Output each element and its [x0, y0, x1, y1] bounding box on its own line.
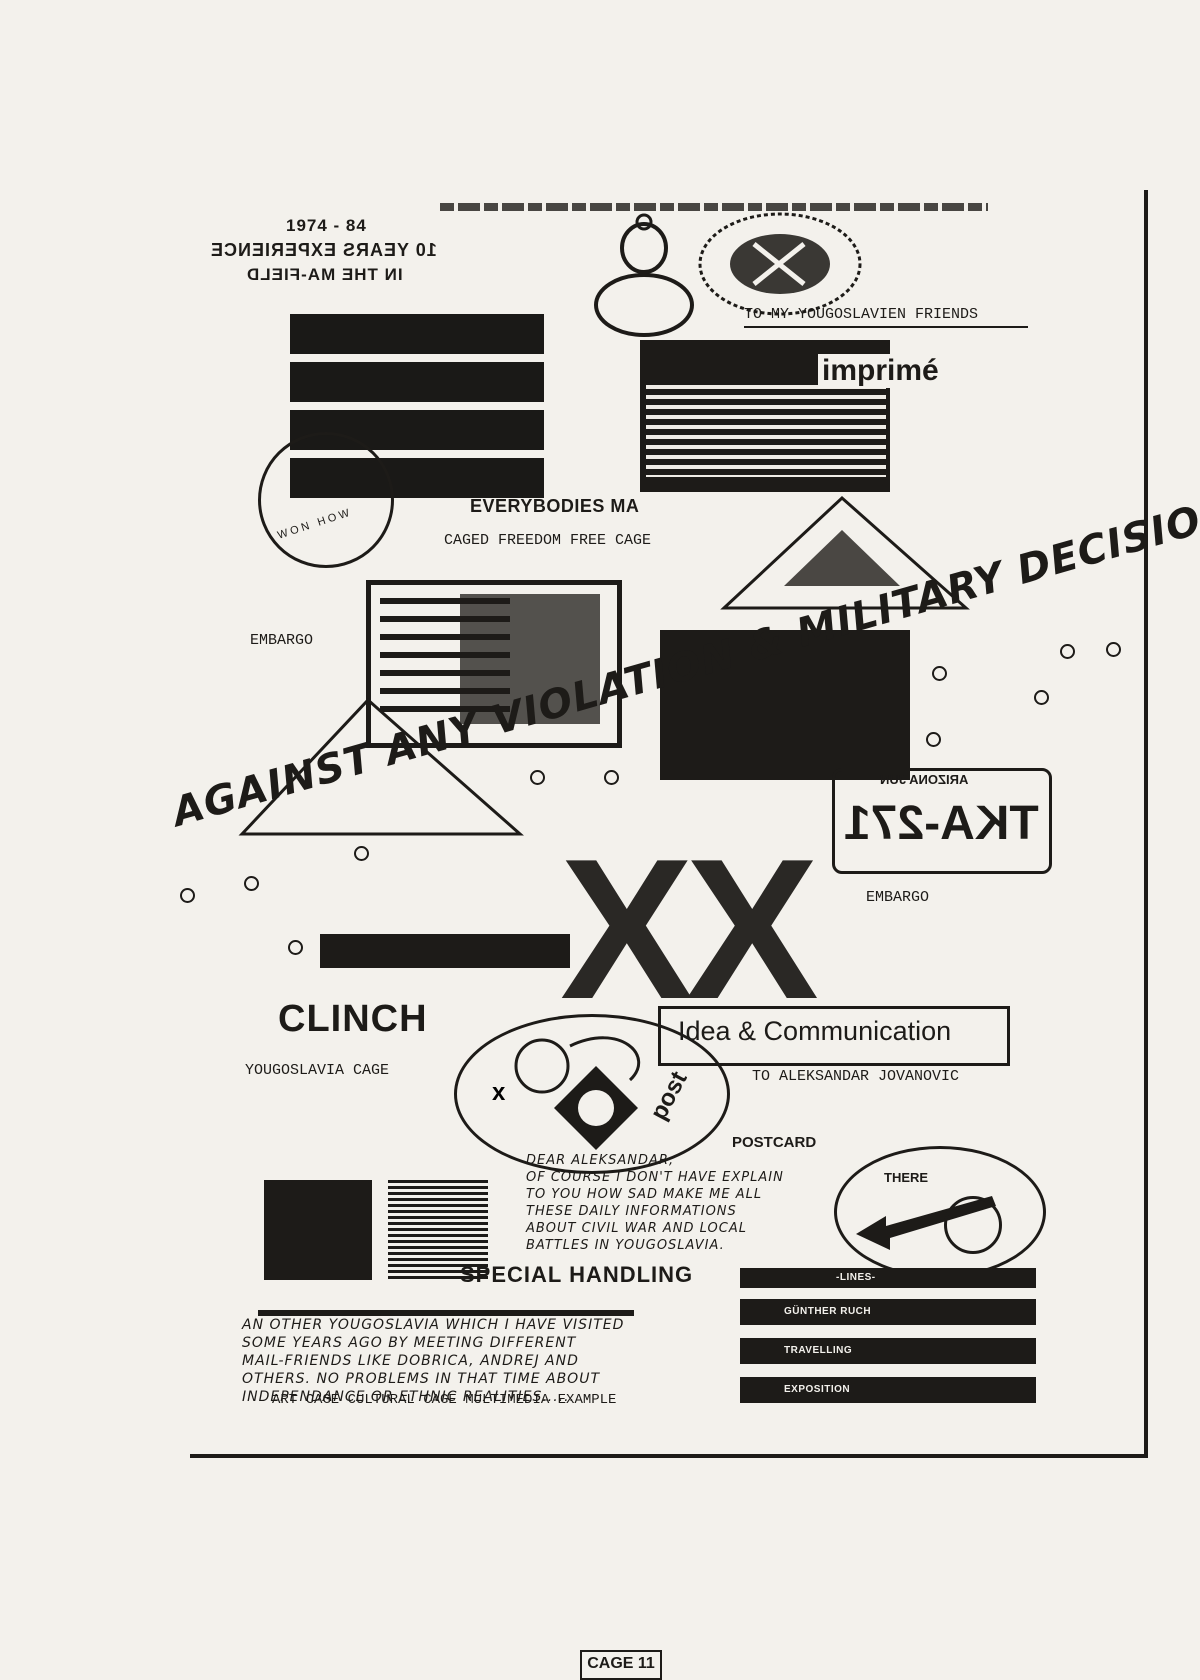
lines-panel: -LINES- GÜNTHER RUCH TRAVELLING EXPOSITI… — [740, 1268, 1036, 1416]
note-line: INDEPENDANCE OR ETHNIC REALITIES...... — [242, 1389, 576, 1405]
yougoslavia-cage-label: YOUGOSLAVIA CAGE — [245, 1062, 390, 1079]
black-square — [264, 1180, 372, 1280]
dot — [288, 940, 303, 955]
lamp-illustration — [594, 213, 694, 337]
to-aleksandar-label: TO ALEKSANDAR JOVANOVIC — [752, 1068, 960, 1085]
dot — [530, 770, 545, 785]
idea-communication-label: Idea & Communication — [678, 1016, 952, 1046]
letter-line: ABOUT CIVIL WAR AND LOCAL — [526, 1221, 747, 1236]
dot — [1060, 644, 1075, 659]
plate-illustration — [698, 212, 862, 316]
page-label: CAGE 11 — [580, 1650, 662, 1680]
xx-letters: XX — [560, 818, 819, 1041]
dot — [354, 846, 369, 861]
lines-item: EXPOSITION — [740, 1377, 1036, 1403]
handwritten-note: AN OTHER YOUGOSLAVIA WHICH I HAVE VISITE… — [242, 1316, 722, 1406]
dot — [244, 876, 259, 891]
underline — [744, 326, 1028, 328]
striped-square — [388, 1180, 488, 1280]
letter-line: THESE DAILY INFORMATIONS — [526, 1204, 737, 1219]
note-line: OTHERS. NO PROBLEMS IN THAT TIME ABOUT — [242, 1371, 601, 1387]
black-wedge — [320, 934, 570, 968]
note-line: AN OTHER YOUGOSLAVIA WHICH I HAVE VISITE… — [242, 1317, 625, 1333]
dot — [180, 888, 195, 903]
top-ink-strip — [440, 203, 988, 211]
sheet-bottom-border — [190, 1454, 1146, 1458]
imprime-label: imprimé — [818, 354, 943, 388]
striped-flag — [646, 385, 886, 477]
svg-text:x: x — [492, 1079, 506, 1106]
special-handling-label: SPECIAL HANDLING — [460, 1262, 694, 1287]
black-rule — [258, 1310, 634, 1316]
to-friends-label: TO MY YOUGOSLAVIEN FRIENDS — [744, 306, 979, 323]
note-line: MAIL-FRIENDS LIKE DOBRICA, ANDREJ AND — [242, 1353, 579, 1369]
book-lines — [380, 598, 510, 718]
dot — [604, 770, 619, 785]
embargo-label: EMBARGO — [866, 889, 930, 906]
lines-item: GÜNTHER RUCH — [740, 1299, 1036, 1325]
black-rectangle — [660, 630, 910, 780]
redaction-bar — [290, 314, 544, 354]
clinch-label: CLINCH — [278, 998, 428, 1040]
letter-line: DEAR ALEKSANDAR, — [526, 1153, 675, 1168]
note-line: SOME YEARS AGO BY MEETING DIFFERENT — [242, 1335, 577, 1351]
redaction-bar — [290, 362, 544, 402]
dot — [932, 666, 947, 681]
letter-line: OF COURSE I DON'T HAVE EXPLAIN — [526, 1170, 784, 1185]
letter-line: BATTLES IN YOUGOSLAVIA. — [526, 1238, 725, 1253]
globe-icon — [944, 1196, 1002, 1254]
sheet-right-border — [1144, 190, 1148, 1458]
caged-freedom-label: CAGED FREEDOM FREE CAGE — [444, 532, 652, 549]
mirrored-stamp-line: IN THE MA-FIELD — [246, 265, 403, 284]
lines-header: -LINES- — [740, 1268, 1036, 1288]
bewusst-triangle — [238, 697, 524, 836]
letter-line: TO YOU HOW SAD MAKE ME ALL — [526, 1187, 763, 1202]
post-diagram: x — [492, 1036, 641, 1150]
plate-state-label: ARIZONA JUN — [880, 772, 969, 787]
plate-number: TKA-271 — [844, 797, 1039, 850]
postmark-stamp — [258, 432, 394, 568]
there-label: THERE — [884, 1170, 929, 1185]
license-plate — [832, 768, 1052, 874]
everybodies-label: EVERYBODIES MA — [470, 496, 640, 516]
art-cage-label: ART CAGE CULTURAL CAGE MULTIMEDIA EXAMPL… — [272, 1392, 617, 1408]
year-range: 1974 - 84 — [286, 216, 367, 235]
press-out-triangle — [720, 495, 970, 610]
lines-item: TRAVELLING — [740, 1338, 1036, 1364]
dot — [926, 732, 941, 747]
idea-box — [658, 1006, 1010, 1066]
postcard-label: POSTCARD — [732, 1134, 817, 1151]
mirrored-stamp-line: 10 YEARS EXPERIENCE — [210, 240, 437, 260]
dot — [1106, 642, 1121, 657]
dot — [1034, 690, 1049, 705]
post-ellipse — [454, 1014, 730, 1174]
handwritten-letter: DEAR ALEKSANDAR, OF COURSE I DON'T HAVE … — [526, 1152, 836, 1254]
embargo-label: EMBARGO — [250, 632, 314, 649]
